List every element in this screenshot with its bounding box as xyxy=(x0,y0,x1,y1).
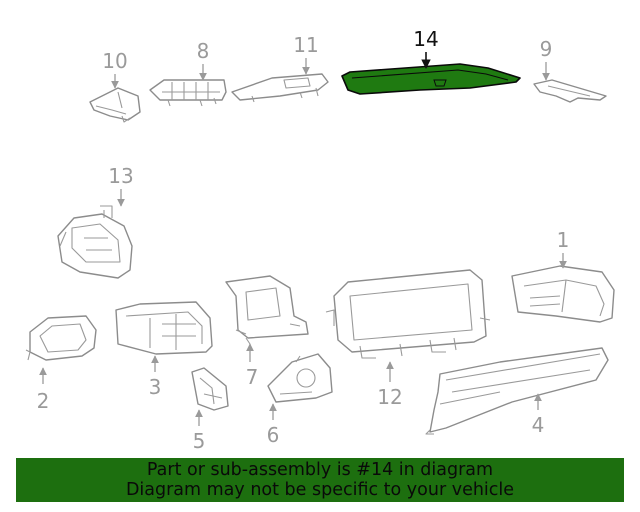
part-10[interactable] xyxy=(89,87,141,123)
part-2[interactable] xyxy=(25,315,97,361)
callout-7[interactable]: 7 xyxy=(246,365,259,389)
part-3[interactable] xyxy=(115,301,213,355)
callout-6[interactable]: 6 xyxy=(267,423,280,447)
banner-line-2: Diagram may not be specific to your vehi… xyxy=(125,480,515,500)
banner-line-1: Part or sub-assembly is #14 in diagram xyxy=(146,460,494,480)
part-7[interactable] xyxy=(225,275,309,345)
callout-9[interactable]: 9 xyxy=(540,37,553,61)
callout-4[interactable]: 4 xyxy=(532,413,545,437)
callout-13[interactable]: 13 xyxy=(108,164,133,188)
callout-1[interactable]: 1 xyxy=(557,228,570,252)
callout-12[interactable]: 12 xyxy=(377,385,402,409)
callout-10[interactable]: 10 xyxy=(102,49,127,73)
part-5[interactable] xyxy=(191,367,229,411)
part-8[interactable] xyxy=(149,79,227,107)
notice-banner: Part or sub-assembly is #14 in diagram D… xyxy=(16,458,624,502)
callout-8[interactable]: 8 xyxy=(197,39,210,63)
part-4[interactable] xyxy=(425,347,609,435)
part-1[interactable] xyxy=(511,265,615,323)
part-6[interactable] xyxy=(267,353,333,403)
callout-5[interactable]: 5 xyxy=(193,429,206,453)
part-12[interactable] xyxy=(325,269,491,359)
callout-14[interactable]: 14 xyxy=(413,27,438,51)
part-9[interactable] xyxy=(533,79,607,103)
part-11[interactable] xyxy=(231,73,329,103)
part-13[interactable] xyxy=(57,205,133,279)
callout-3[interactable]: 3 xyxy=(149,375,162,399)
part-14[interactable] xyxy=(341,63,521,95)
callout-2[interactable]: 2 xyxy=(37,389,50,413)
callout-11[interactable]: 11 xyxy=(293,33,318,57)
